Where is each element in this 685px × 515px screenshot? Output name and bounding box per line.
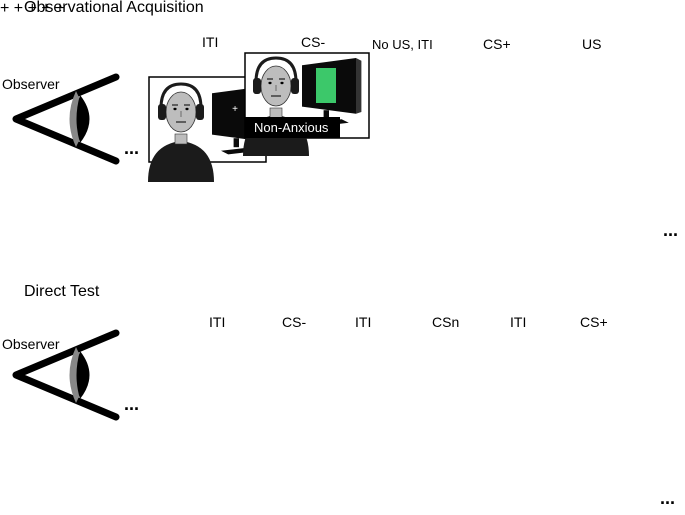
- acq-ellipsis-right: ...: [663, 220, 679, 240]
- acq-label-us: US: [582, 36, 602, 52]
- acq-label-cs-plus: CS+: [483, 36, 511, 52]
- anxious-label: Anxious: [258, 205, 305, 220]
- test-label-iti-1: ITI: [209, 314, 226, 330]
- test-ellipsis-right: ...: [660, 488, 676, 508]
- section-divider: + + + Non-Anxious Anxious const data = J…: [27, 0, 329, 220]
- cs-minus-stimulus: [316, 68, 336, 103]
- acq-frame-us: +: [13, 0, 24, 17]
- test-frame-iti-1: +: [27, 0, 37, 17]
- test-label-cs-plus: CS+: [580, 314, 608, 330]
- test-label-iti-3: ITI: [510, 314, 527, 330]
- test-label-iti-2: ITI: [355, 314, 372, 330]
- test-observer-label: Observer: [2, 336, 60, 352]
- test-ellipsis-left: ...: [124, 394, 140, 414]
- test-frame-iti-2: +: [41, 0, 51, 17]
- non-anxious-label: Non-Anxious: [254, 120, 329, 135]
- acq-label-no-us-iti: No US, ITI: [372, 37, 433, 52]
- svg-text:+: +: [232, 104, 238, 115]
- acq-observer-eye-icon: [16, 77, 116, 161]
- acq-ellipsis-left: ...: [124, 138, 140, 158]
- acq-label-cs-minus: CS-: [301, 34, 326, 50]
- acq-frame-no-us-iti: +: [0, 0, 10, 17]
- test-frame-iti-3: +: [55, 0, 65, 17]
- acq-observer-label: Observer: [2, 76, 60, 92]
- acq-label-iti: ITI: [202, 34, 219, 50]
- acquisition-title: Observational Acquisition: [24, 0, 204, 16]
- test-observer-eye-icon: [16, 333, 116, 417]
- test-label-cs-minus: CS-: [282, 314, 307, 330]
- direct-test-title: Direct Test: [24, 283, 100, 300]
- test-label-csn: CSn: [432, 314, 460, 330]
- acq-frame-cs-minus-non-anxious: [241, 52, 370, 158]
